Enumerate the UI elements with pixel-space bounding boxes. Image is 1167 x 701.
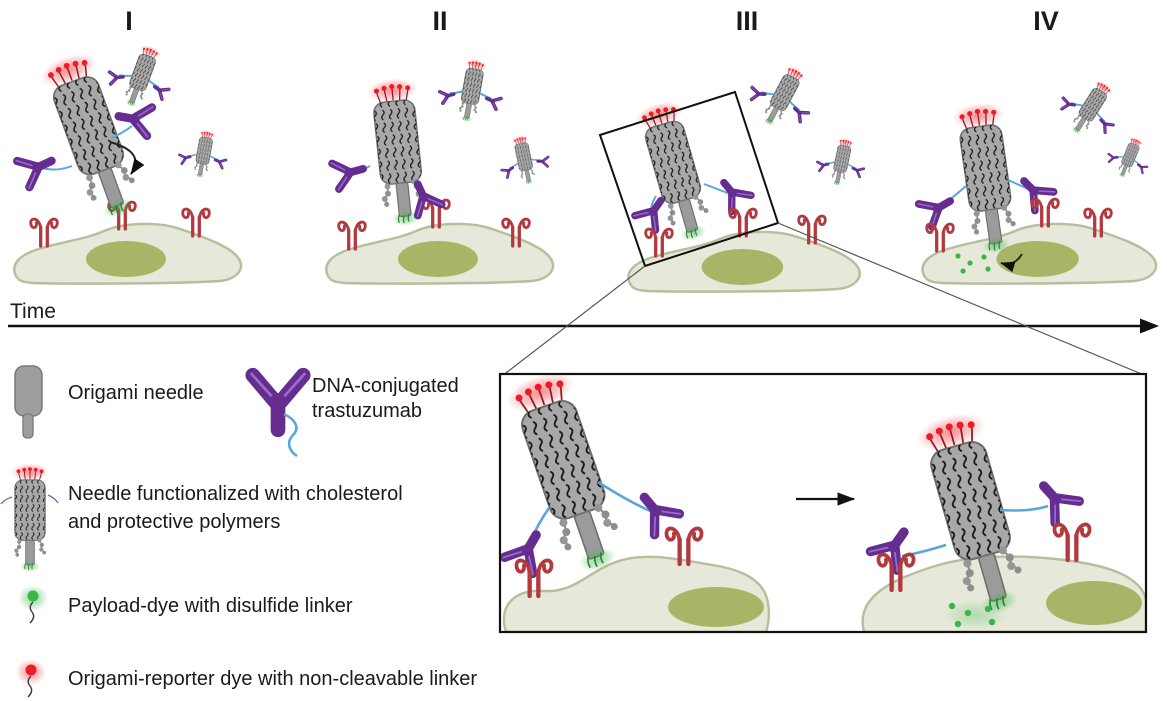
floating-needle — [100, 36, 181, 117]
time-arrow-head — [1140, 318, 1159, 334]
floating-needle — [740, 53, 825, 139]
legend-label-origami-needle: Origami needle — [68, 382, 204, 404]
trastuzumab-antibody — [331, 155, 367, 190]
stage-panel-1: I — [14, 6, 243, 285]
released-payload-dots — [948, 602, 996, 628]
trastuzumab-antibody-bound — [917, 189, 957, 229]
floating-needle — [495, 131, 553, 190]
legend-label-trastuzumab-line1: DNA-conjugated — [312, 375, 459, 397]
nucleus — [668, 587, 764, 627]
dna-linker — [597, 480, 651, 513]
origami-needle-icon — [14, 365, 43, 439]
time-axis-label: Time — [10, 300, 56, 323]
functionalized-needle-icon — [0, 463, 59, 572]
floating-needle — [435, 54, 508, 127]
functionalized-needle — [633, 97, 719, 247]
dna-conjugated-trastuzumab-icon — [251, 373, 306, 458]
legend-label-payload-dye: Payload-dye with disulfide linker — [68, 595, 353, 617]
stage-numeral-2: II — [432, 6, 447, 36]
dna-linker — [111, 125, 133, 139]
payload-dye-icon — [18, 585, 48, 624]
legend-label-trastuzumab-line2: trastuzumab — [312, 400, 422, 422]
dna-linker — [999, 504, 1049, 512]
stage-numeral-3: III — [736, 6, 759, 36]
magnified-inset — [498, 372, 1148, 634]
payload-release-arrow — [1000, 253, 1023, 273]
magnify-connector-right — [777, 222, 1145, 376]
nucleus — [1046, 581, 1142, 625]
stage-panel-2: II — [325, 6, 555, 285]
inset-border — [498, 372, 1148, 634]
floating-needle — [1102, 130, 1156, 184]
floating-needle — [1050, 68, 1130, 148]
legend-label-reporter-dye: Origami-reporter dye with non-cleavable … — [68, 668, 477, 690]
stage-numeral-4: IV — [1033, 6, 1059, 36]
trastuzumab-antibody-bound — [713, 174, 752, 213]
stage-panel-4: IV — [917, 6, 1158, 285]
released-payload-dots — [955, 253, 991, 274]
her2-receptor — [29, 217, 59, 248]
time-axis: Time — [8, 300, 1159, 334]
functionalized-needle — [36, 47, 149, 226]
magnify-connector-left — [501, 265, 646, 377]
floating-needle — [813, 133, 870, 190]
legend: Origami needle DNA-conjugated trastuzuma… — [0, 365, 477, 698]
origami-reporter-dye-icon — [16, 659, 46, 698]
stage-numeral-1: I — [125, 6, 133, 36]
approach-arrow — [109, 141, 145, 175]
trastuzumab-antibody — [16, 147, 59, 189]
floating-needle — [176, 126, 231, 182]
legend-label-functionalized-line1: Needle functionalized with cholesterol — [68, 483, 403, 505]
stage-panel-3: III — [598, 6, 870, 293]
legend-label-functionalized-line2: and protective polymers — [68, 511, 280, 533]
